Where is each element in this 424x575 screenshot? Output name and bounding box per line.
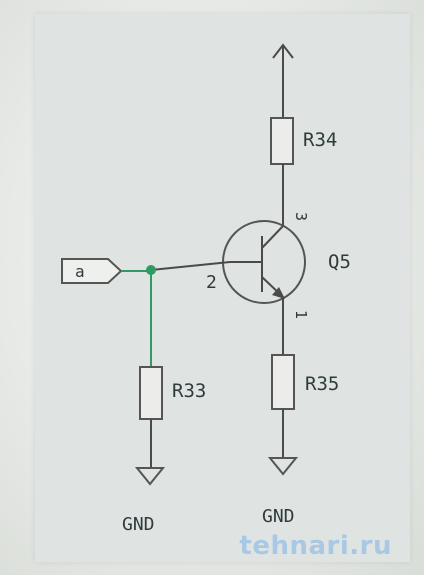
resistor-r35: [271, 354, 295, 410]
gnd-left-label: GND: [122, 514, 155, 535]
gnd-right-label: GND: [262, 506, 295, 527]
power-supply-arrow: [272, 43, 294, 118]
resistor-r34: [270, 117, 294, 165]
transistor-q5: [222, 220, 306, 304]
pin-emitter-label: 1: [292, 310, 310, 319]
port-a: [61, 258, 123, 284]
base-wire: [150, 261, 231, 271]
pin-base-label: 2: [206, 272, 217, 293]
r34-label: R34: [303, 129, 337, 151]
ground-symbol-right: [267, 457, 299, 476]
pin-collector-label: 3: [292, 212, 310, 221]
watermark-text: tehnari.ru: [239, 531, 392, 561]
q5-label: Q5: [328, 251, 351, 273]
port-a-label: a: [75, 262, 85, 281]
r33-label: R33: [172, 380, 206, 402]
r35-label: R35: [305, 373, 339, 395]
ground-symbol-left: [134, 467, 166, 486]
schematic-paper: [35, 14, 410, 562]
emitter-arrow: [272, 287, 285, 299]
resistor-r33: [139, 366, 163, 420]
